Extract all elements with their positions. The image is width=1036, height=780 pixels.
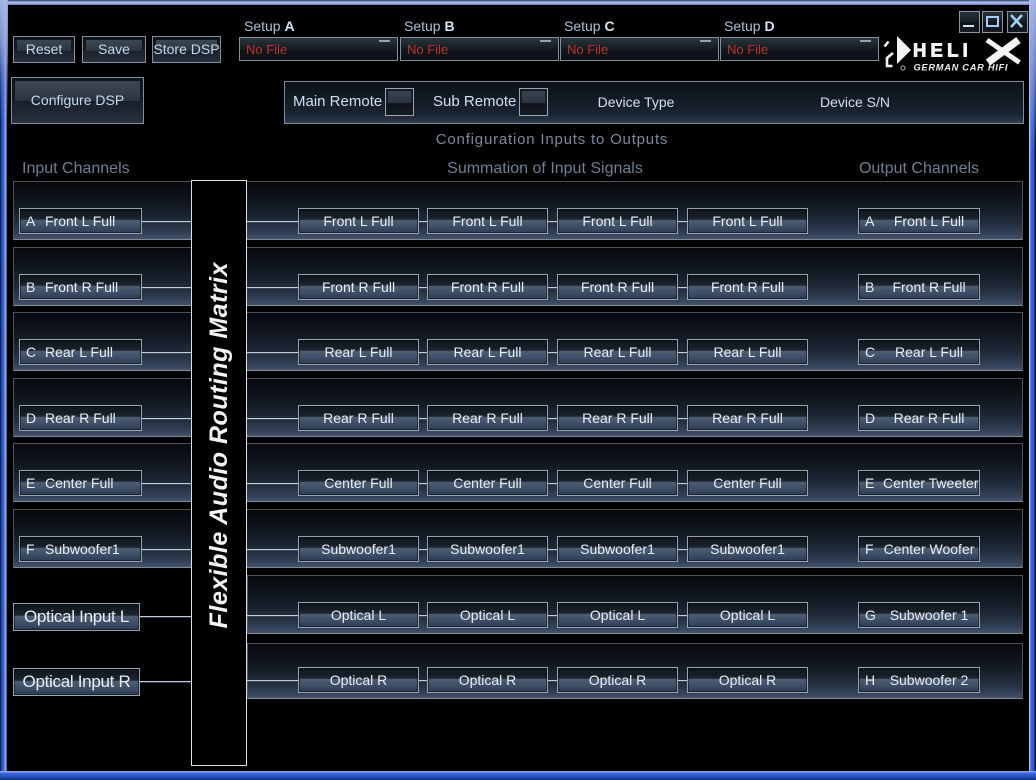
svg-text:GERMAN CAR HIFI: GERMAN CAR HIFI [914, 63, 1009, 73]
svg-text:HELI: HELI [913, 40, 972, 61]
